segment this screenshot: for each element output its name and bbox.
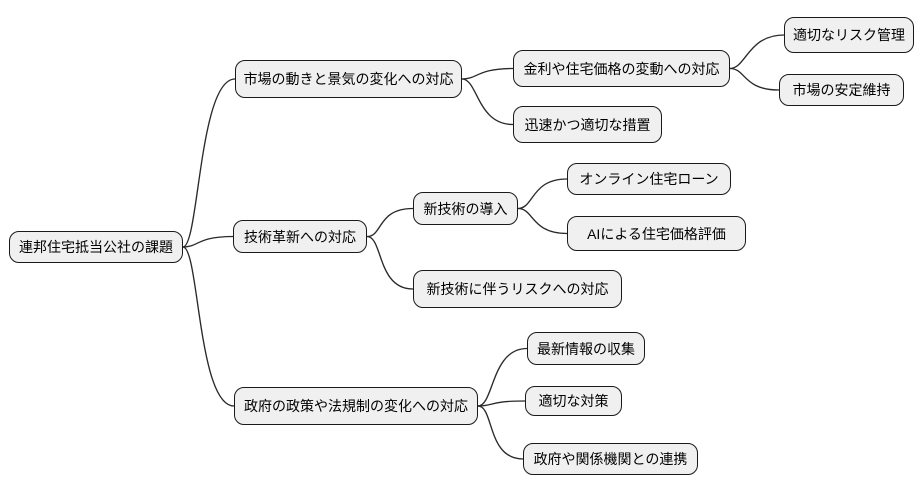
mindmap-node: 適切なリスク管理 bbox=[784, 17, 914, 53]
mindmap-link bbox=[477, 405, 524, 460]
mindmap-link bbox=[461, 67, 514, 80]
mindmap-link bbox=[517, 178, 568, 210]
mindmap-node: オンライン住宅ローン bbox=[567, 163, 731, 195]
mindmap-node: 市場の動きと景気の変化への対応 bbox=[235, 60, 462, 98]
mindmap-node: 政府の政策や法規制の変化への対応 bbox=[234, 387, 478, 425]
mindmap-node: 適切な対策 bbox=[525, 386, 622, 416]
mindmap-link bbox=[477, 347, 528, 407]
mindmap-link bbox=[729, 34, 785, 70]
mindmap-node: 金利や住宅価格の変動への対応 bbox=[513, 50, 730, 87]
mindmap-node: 迅速かつ適切な措置 bbox=[513, 106, 662, 143]
mindmap-link bbox=[477, 400, 526, 407]
mindmap-link bbox=[182, 235, 234, 248]
mindmap-node: 市場の安定維持 bbox=[779, 74, 904, 106]
mindmap-node: 新技術の導入 bbox=[413, 192, 518, 225]
mindmap-node: 政府や関係機関との連携 bbox=[523, 443, 698, 475]
mindmap-node: 技術革新への対応 bbox=[233, 220, 367, 253]
mindmap-link bbox=[366, 207, 414, 238]
mindmap-node: 連邦住宅抵当公社の課題 bbox=[9, 231, 183, 263]
mindmap-link bbox=[461, 78, 514, 126]
mindmap-link bbox=[182, 78, 236, 248]
mindmap-link bbox=[729, 67, 780, 91]
mindmap-link bbox=[182, 246, 235, 407]
mindmap-node: 新技術に伴うリスクへの対応 bbox=[413, 270, 622, 308]
mindmap-node: AIによる住宅価格評価 bbox=[567, 216, 746, 251]
mindmap-link bbox=[366, 235, 414, 290]
mindmap-link bbox=[517, 207, 568, 235]
mindmap-node: 最新情報の収集 bbox=[527, 332, 645, 365]
